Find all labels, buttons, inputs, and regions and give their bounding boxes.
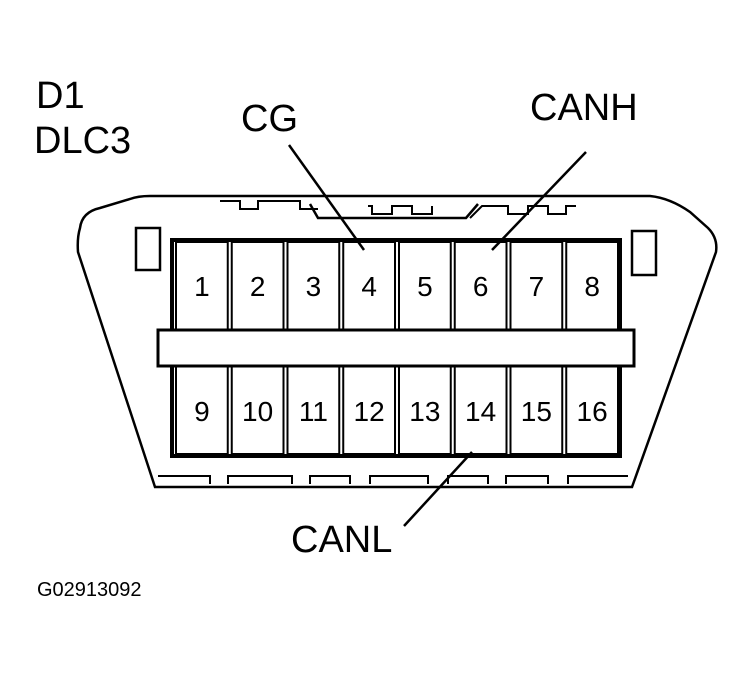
pin-cell-4 bbox=[342, 241, 396, 331]
pin-label-4: 4 bbox=[361, 271, 377, 302]
canl-leader-line bbox=[403, 451, 473, 527]
pin-label-9: 9 bbox=[194, 396, 210, 427]
pin-label-3: 3 bbox=[306, 271, 322, 302]
figure-code: G02913092 bbox=[37, 579, 142, 601]
key-tab bbox=[308, 203, 479, 220]
pin-label-5: 5 bbox=[417, 271, 433, 302]
pin-label-14: 14 bbox=[465, 396, 496, 427]
pin-cell-11 bbox=[286, 365, 341, 455]
bottom-edge-notches bbox=[158, 475, 628, 484]
canh-leader-line bbox=[491, 151, 587, 251]
top-edge-notches bbox=[220, 200, 576, 219]
pin-label-2: 2 bbox=[250, 271, 266, 302]
pin-cell-5 bbox=[398, 241, 452, 331]
pin-cell-6 bbox=[453, 241, 508, 331]
pin-cell-1 bbox=[175, 241, 229, 331]
pin-label-7: 7 bbox=[529, 271, 545, 302]
pin-cell-2 bbox=[230, 241, 285, 331]
pin-label-8: 8 bbox=[584, 271, 600, 302]
connector-id: D1 bbox=[36, 75, 85, 117]
pin-label-10: 10 bbox=[242, 396, 273, 427]
right-side-slot bbox=[630, 229, 658, 277]
callout-cg: CG bbox=[241, 98, 298, 140]
pin-row-top: 1 2 3 4 5 6 7 8 bbox=[175, 241, 619, 331]
pin-cell-16 bbox=[565, 365, 619, 455]
pin-label-6: 6 bbox=[473, 271, 489, 302]
pin-label-16: 16 bbox=[577, 396, 608, 427]
pin-cell-10 bbox=[230, 365, 285, 455]
left-side-slot bbox=[134, 226, 162, 272]
pin-row-bottom: 9 10 11 12 13 14 15 16 bbox=[175, 365, 619, 455]
cg-leader-line bbox=[287, 144, 366, 251]
separator-bar bbox=[156, 328, 636, 368]
pin-label-13: 13 bbox=[409, 396, 440, 427]
callout-canh: CANH bbox=[530, 87, 638, 129]
pin-label-1: 1 bbox=[194, 271, 210, 302]
pin-cell-12 bbox=[342, 365, 396, 455]
pin-cell-8 bbox=[565, 241, 619, 331]
callout-canl: CANL bbox=[291, 519, 392, 561]
pin-cell-15 bbox=[509, 365, 564, 455]
pin-cell-9 bbox=[175, 365, 229, 455]
pin-label-11: 11 bbox=[299, 396, 328, 427]
pin-label-12: 12 bbox=[354, 396, 385, 427]
pin-label-15: 15 bbox=[521, 396, 552, 427]
pin-cell-13 bbox=[398, 365, 452, 455]
connector-housing bbox=[76, 194, 718, 489]
pin-cell-3 bbox=[286, 241, 341, 331]
pin-cell-14 bbox=[453, 365, 508, 455]
connector-name: DLC3 bbox=[34, 120, 131, 162]
pin-cell-7 bbox=[509, 241, 564, 331]
